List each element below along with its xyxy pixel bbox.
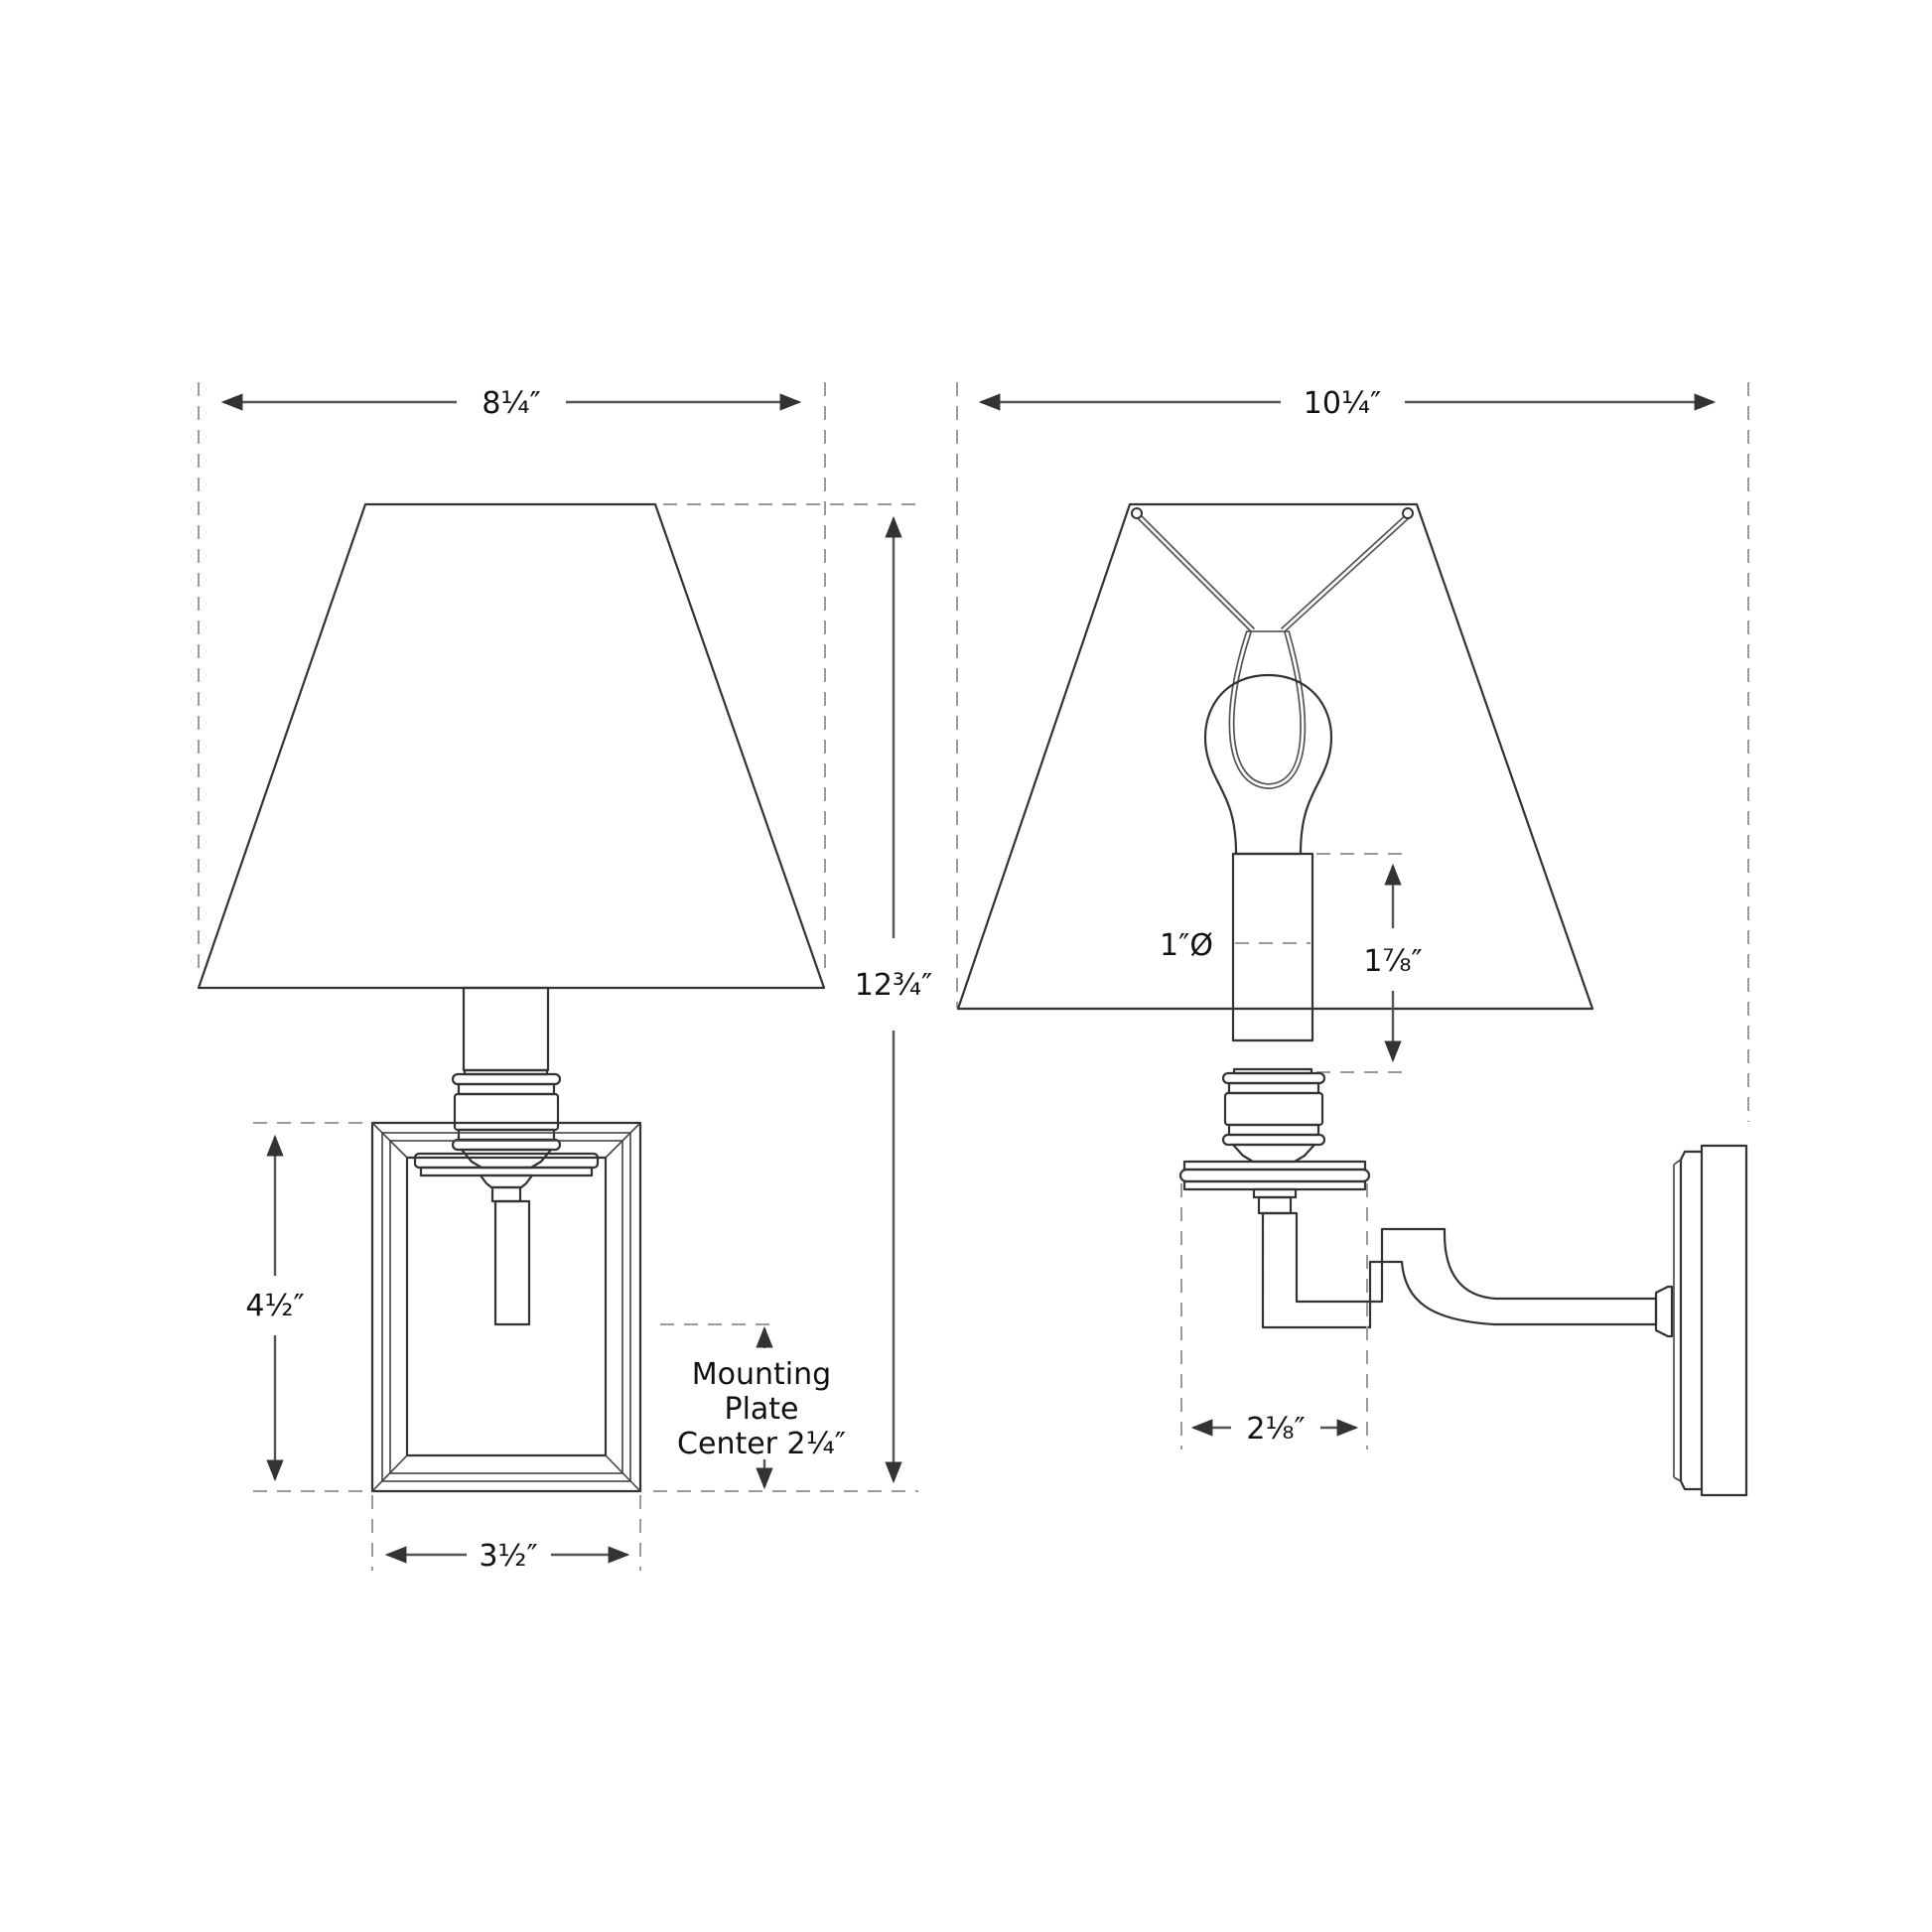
shade-width-label: 8¼″ bbox=[482, 386, 540, 421]
overall-height-label: 12¾″ bbox=[855, 968, 932, 1003]
socket-height-dimension: 1⅞″ bbox=[1363, 863, 1423, 1063]
backplate-height-label: 4½″ bbox=[245, 1289, 304, 1323]
shade-spider-fitter bbox=[1131, 507, 1414, 790]
mounting-note-line2: Plate bbox=[724, 1392, 798, 1427]
bulb bbox=[1203, 673, 1333, 856]
side-socket bbox=[1231, 852, 1314, 1042]
mounting-plate-center-note: Mounting Plate Center 2¼″ bbox=[677, 1325, 846, 1490]
side-shade bbox=[956, 502, 1594, 1011]
front-collar bbox=[451, 1068, 562, 1170]
side-bobeche bbox=[1178, 1160, 1371, 1215]
mounting-note-line3: Center 2¼″ bbox=[677, 1427, 846, 1461]
front-backplate bbox=[370, 1121, 642, 1493]
side-view: 10¼″ 1″Ø 1⅞″ bbox=[956, 382, 1749, 1497]
socket-diameter-label: 1″Ø bbox=[1160, 928, 1213, 963]
bobeche-width-label: 2⅛″ bbox=[1246, 1412, 1305, 1447]
side-arm bbox=[1261, 1211, 1658, 1329]
front-socket bbox=[462, 986, 550, 1072]
overall-depth-label: 10¼″ bbox=[1304, 386, 1381, 421]
arm-wall-collar bbox=[1654, 1285, 1674, 1338]
backplate-height-dimension: 4½″ bbox=[245, 1134, 305, 1482]
mounting-note-line1: Mounting bbox=[692, 1357, 831, 1392]
front-view: 8¼″ 12¾″ bbox=[197, 382, 932, 1574]
socket-diameter-dimension: 1″Ø bbox=[1160, 928, 1311, 963]
socket-height-label: 1⅞″ bbox=[1363, 944, 1422, 979]
backplate-width-label: 3½″ bbox=[479, 1539, 537, 1574]
front-shade bbox=[197, 502, 826, 990]
overall-depth-dimension: 10¼″ bbox=[978, 386, 1717, 421]
backplate-width-dimension: 3½″ bbox=[384, 1539, 630, 1574]
bobeche-width-dimension: 2⅛″ bbox=[1190, 1412, 1359, 1447]
side-collar bbox=[1221, 1067, 1326, 1164]
shade-width-dimension: 8¼″ bbox=[220, 386, 802, 421]
side-wall-plate bbox=[1673, 1144, 1748, 1497]
overall-height-dimension: 12¾″ bbox=[855, 515, 932, 1484]
